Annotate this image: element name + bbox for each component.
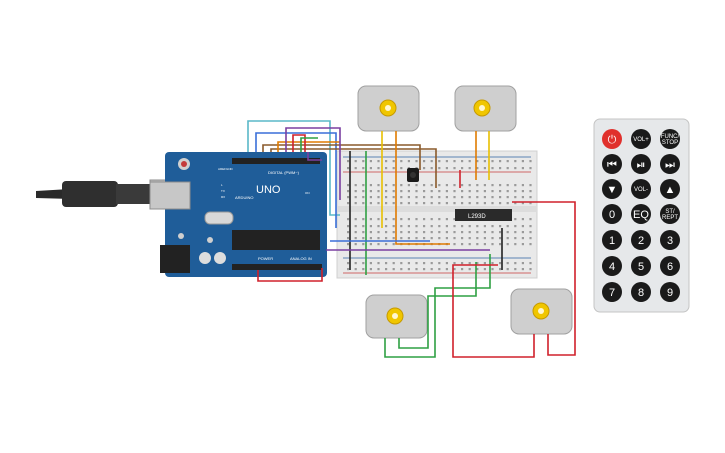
remote-button-seven[interactable]: 7 bbox=[602, 282, 622, 302]
remote-button-label: ▲ bbox=[665, 184, 676, 196]
remote-button-label: 0 bbox=[609, 209, 615, 221]
remote-button-label: REPT bbox=[662, 215, 678, 221]
arduino-uno-board[interactable]: UNO ARDUINO DIGITAL (PWM~) POWER ANALOG … bbox=[149, 152, 327, 277]
remote-button-down[interactable]: ▼ bbox=[602, 179, 622, 199]
remote-button-label: STOP bbox=[662, 140, 678, 146]
remote-button-label: ST/ bbox=[665, 209, 675, 215]
remote-button-label: 4 bbox=[609, 261, 615, 273]
remote-button-label: ⏻ bbox=[608, 134, 617, 146]
remote-button-label: 2 bbox=[638, 235, 644, 247]
motor-top-right[interactable] bbox=[454, 85, 517, 132]
breadboard-holes bbox=[347, 160, 532, 271]
remote-button-eq[interactable]: EQ bbox=[631, 204, 651, 224]
remote-button-func-stop[interactable]: FUNC/STOP bbox=[660, 129, 680, 149]
driver-label: L293D bbox=[468, 214, 486, 220]
on-label: ON bbox=[305, 191, 310, 195]
remote-button-four[interactable]: 4 bbox=[602, 256, 622, 276]
motor-top-left[interactable] bbox=[357, 85, 420, 132]
l-label: L bbox=[221, 183, 223, 187]
ir-receiver[interactable] bbox=[407, 168, 419, 182]
remote-button-two[interactable]: 2 bbox=[631, 230, 651, 250]
remote-button-next[interactable]: ⏭ bbox=[660, 154, 680, 174]
remote-button-up[interactable]: ▲ bbox=[660, 179, 680, 199]
remote-button-vol-minus[interactable]: VOL- bbox=[631, 179, 651, 199]
digital-label: DIGITAL (PWM~) bbox=[268, 170, 300, 175]
remote-button-label: 5 bbox=[638, 261, 644, 273]
remote-button-label: 6 bbox=[667, 261, 673, 273]
power-label: POWER bbox=[258, 256, 273, 261]
remote-button-six[interactable]: 6 bbox=[660, 256, 680, 276]
remote-button-label: EQ bbox=[633, 209, 649, 221]
remote-button-play-pause[interactable]: ⏯ bbox=[631, 154, 651, 174]
remote-button-five[interactable]: 5 bbox=[631, 256, 651, 276]
aref-label: AREF bbox=[218, 167, 226, 171]
remote-button-label: ⏯ bbox=[637, 159, 646, 171]
remote-button-prev[interactable]: ⏮ bbox=[602, 154, 622, 174]
ir-remote[interactable]: ⏻ VOL+ FUNC/STOP ⏮ ⏯ ⏭ ▼ VOL- ▲ 0 EQ ST/REPT 1 2 3 4 5 6 7… bbox=[593, 118, 690, 313]
board-logo: UNO bbox=[256, 184, 281, 196]
gnd-label: GND bbox=[226, 167, 234, 171]
remote-button-vol-plus[interactable]: VOL+ bbox=[631, 129, 651, 149]
l293d-driver[interactable]: L293D bbox=[455, 209, 512, 221]
remote-button-power[interactable]: ⏻ bbox=[602, 129, 622, 149]
remote-button-label: FUNC/ bbox=[661, 134, 680, 140]
remote-button-eight[interactable]: 8 bbox=[631, 282, 651, 302]
remote-button-label: VOL- bbox=[634, 187, 648, 193]
remote-button-zero[interactable]: 0 bbox=[602, 204, 622, 224]
rx-label: RX bbox=[221, 195, 225, 199]
motor-bottom-right[interactable] bbox=[510, 288, 573, 335]
remote-button-three[interactable]: 3 bbox=[660, 230, 680, 250]
remote-button-label: ⏮ bbox=[607, 159, 617, 171]
remote-button-nine[interactable]: 9 bbox=[660, 282, 680, 302]
board-brand: ARDUINO bbox=[235, 195, 253, 200]
remote-button-label: VOL+ bbox=[633, 137, 649, 143]
analog-label: ANALOG IN bbox=[290, 256, 312, 261]
remote-button-label: 9 bbox=[667, 287, 673, 299]
remote-button-label: 7 bbox=[609, 287, 615, 299]
motor-bottom-left[interactable] bbox=[365, 294, 428, 339]
wires bbox=[247, 120, 576, 358]
remote-button-label: ⏭ bbox=[665, 159, 675, 171]
remote-button-label: 3 bbox=[667, 235, 673, 247]
remote-button-label: 1 bbox=[609, 235, 615, 247]
remote-button-st-rept[interactable]: ST/REPT bbox=[660, 204, 680, 224]
remote-button-one[interactable]: 1 bbox=[602, 230, 622, 250]
remote-button-label: ▼ bbox=[607, 184, 618, 196]
remote-button-label: 8 bbox=[638, 287, 644, 299]
tx-label: TX bbox=[221, 189, 225, 193]
